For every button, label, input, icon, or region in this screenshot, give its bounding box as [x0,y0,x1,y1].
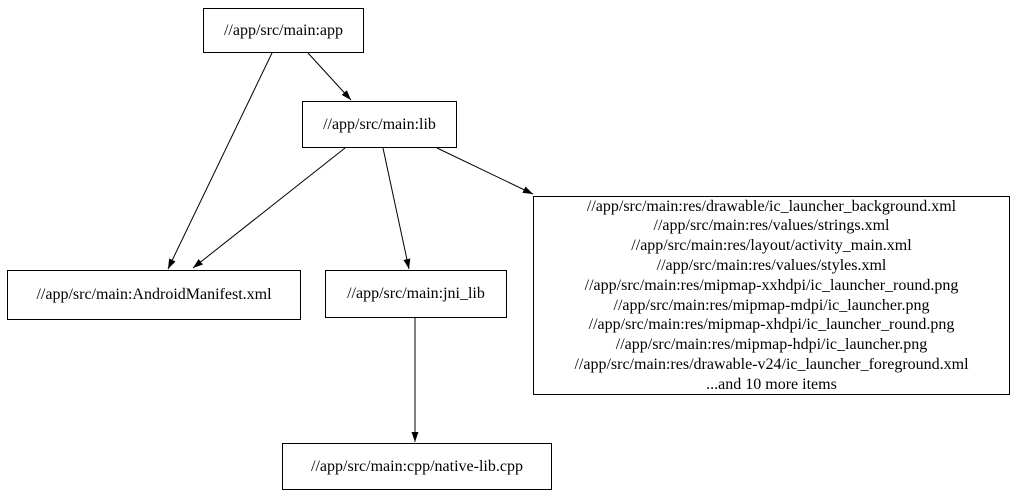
res-file-line: //app/src/main:res/layout/activity_main.… [631,237,912,255]
res-file-line: //app/src/main:res/mipmap-hdpi/ic_launch… [615,336,928,354]
res-file-line: //app/src/main:res/mipmap-mdpi/ic_launch… [613,296,930,314]
edge-app-to-manifest [167,52,273,270]
edge-lib-to-manifest [192,147,346,269]
node-app: //app/src/main:app [203,8,364,53]
res-file-line: //app/src/main:res/drawable-v24/ic_launc… [574,355,969,373]
node-jni-lib: //app/src/main:jni_lib [325,270,507,318]
node-res-file-group: //app/src/main:res/drawable/ic_launcher_… [533,196,1010,395]
edge-app-to-lib [307,52,352,101]
res-file-line: //app/src/main:res/drawable/ic_launcher_… [586,197,957,215]
edge-lib-to-res [436,147,534,195]
res-file-line: //app/src/main:res/values/strings.xml [653,217,890,235]
res-file-line: //app/src/main:res/mipmap-xxhdpi/ic_laun… [584,276,959,294]
res-file-line: //app/src/main:res/mipmap-xhdpi/ic_launc… [588,316,955,334]
edge-lib-to-jni-lib [382,147,411,270]
res-file-line: //app/src/main:res/values/styles.xml [656,256,887,274]
node-native-lib-cpp: //app/src/main:cpp/native-lib.cpp [282,443,552,490]
res-more-items-line: ...and 10 more items [706,375,837,393]
node-android-manifest: //app/src/main:AndroidManifest.xml [7,270,301,320]
node-lib: //app/src/main:lib [302,101,457,148]
